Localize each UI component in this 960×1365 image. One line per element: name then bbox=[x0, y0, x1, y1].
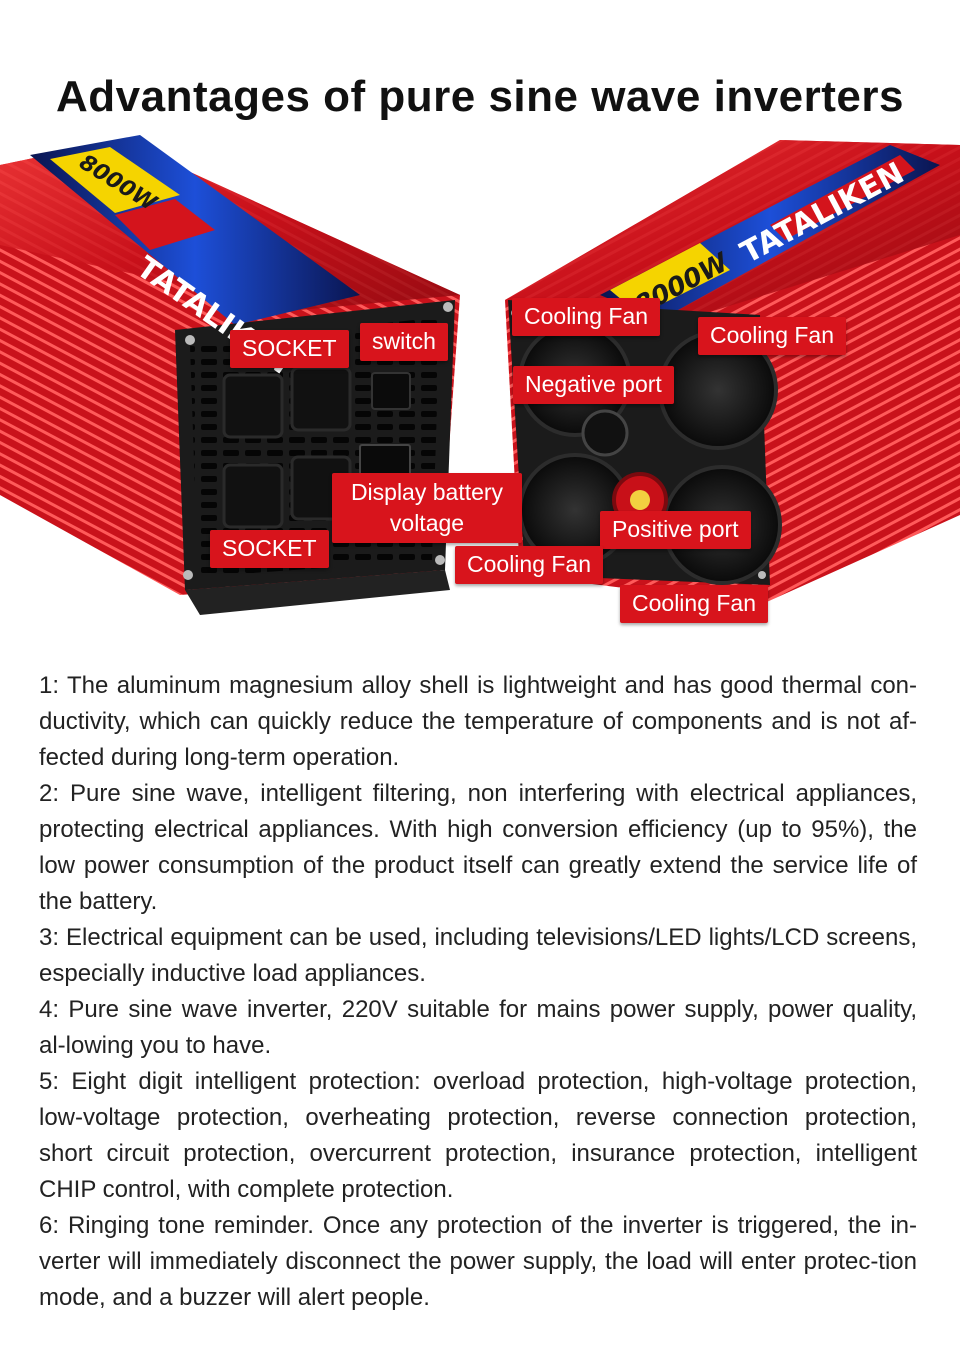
callout-cooling-fan-3: Cooling Fan bbox=[455, 546, 604, 584]
callout-cooling-fan-1: Cooling Fan bbox=[512, 298, 661, 336]
callout-cooling-fan-2: Cooling Fan bbox=[698, 317, 847, 355]
callout-socket-top: SOCKET bbox=[230, 330, 349, 368]
callout-socket-bottom: SOCKET bbox=[210, 530, 329, 568]
page-title: Advantages of pure sine wave inverters bbox=[56, 72, 904, 121]
callout-cooling-fan-4: Cooling Fan bbox=[620, 585, 769, 623]
advantage-item: 2: Pure sine wave, intelligent filtering… bbox=[39, 780, 917, 915]
advantage-item: 1: The aluminum magnesium alloy shell is… bbox=[39, 672, 917, 771]
advantage-item: 3: Electrical equipment can be used, inc… bbox=[39, 924, 917, 987]
product-illustration: TATALIKEN 8000W TATALIKEN 8000W SOCKET s… bbox=[0, 135, 960, 635]
advantage-item: 5: Eight digit intelligent protection: o… bbox=[39, 1068, 917, 1203]
callout-negative-port: Negative port bbox=[513, 366, 674, 404]
callout-positive-port: Positive port bbox=[600, 511, 751, 549]
callout-switch: switch bbox=[360, 323, 448, 361]
advantage-item: 6: Ringing tone reminder. Once any prote… bbox=[39, 1212, 917, 1311]
advantage-item: 4: Pure sine wave inverter, 220V suitabl… bbox=[39, 996, 917, 1059]
callout-display-battery-voltage: Display battery voltage bbox=[332, 473, 522, 544]
advantages-list: 1: The aluminum magnesium alloy shell is… bbox=[39, 668, 917, 1316]
inverter-photo bbox=[0, 135, 960, 615]
